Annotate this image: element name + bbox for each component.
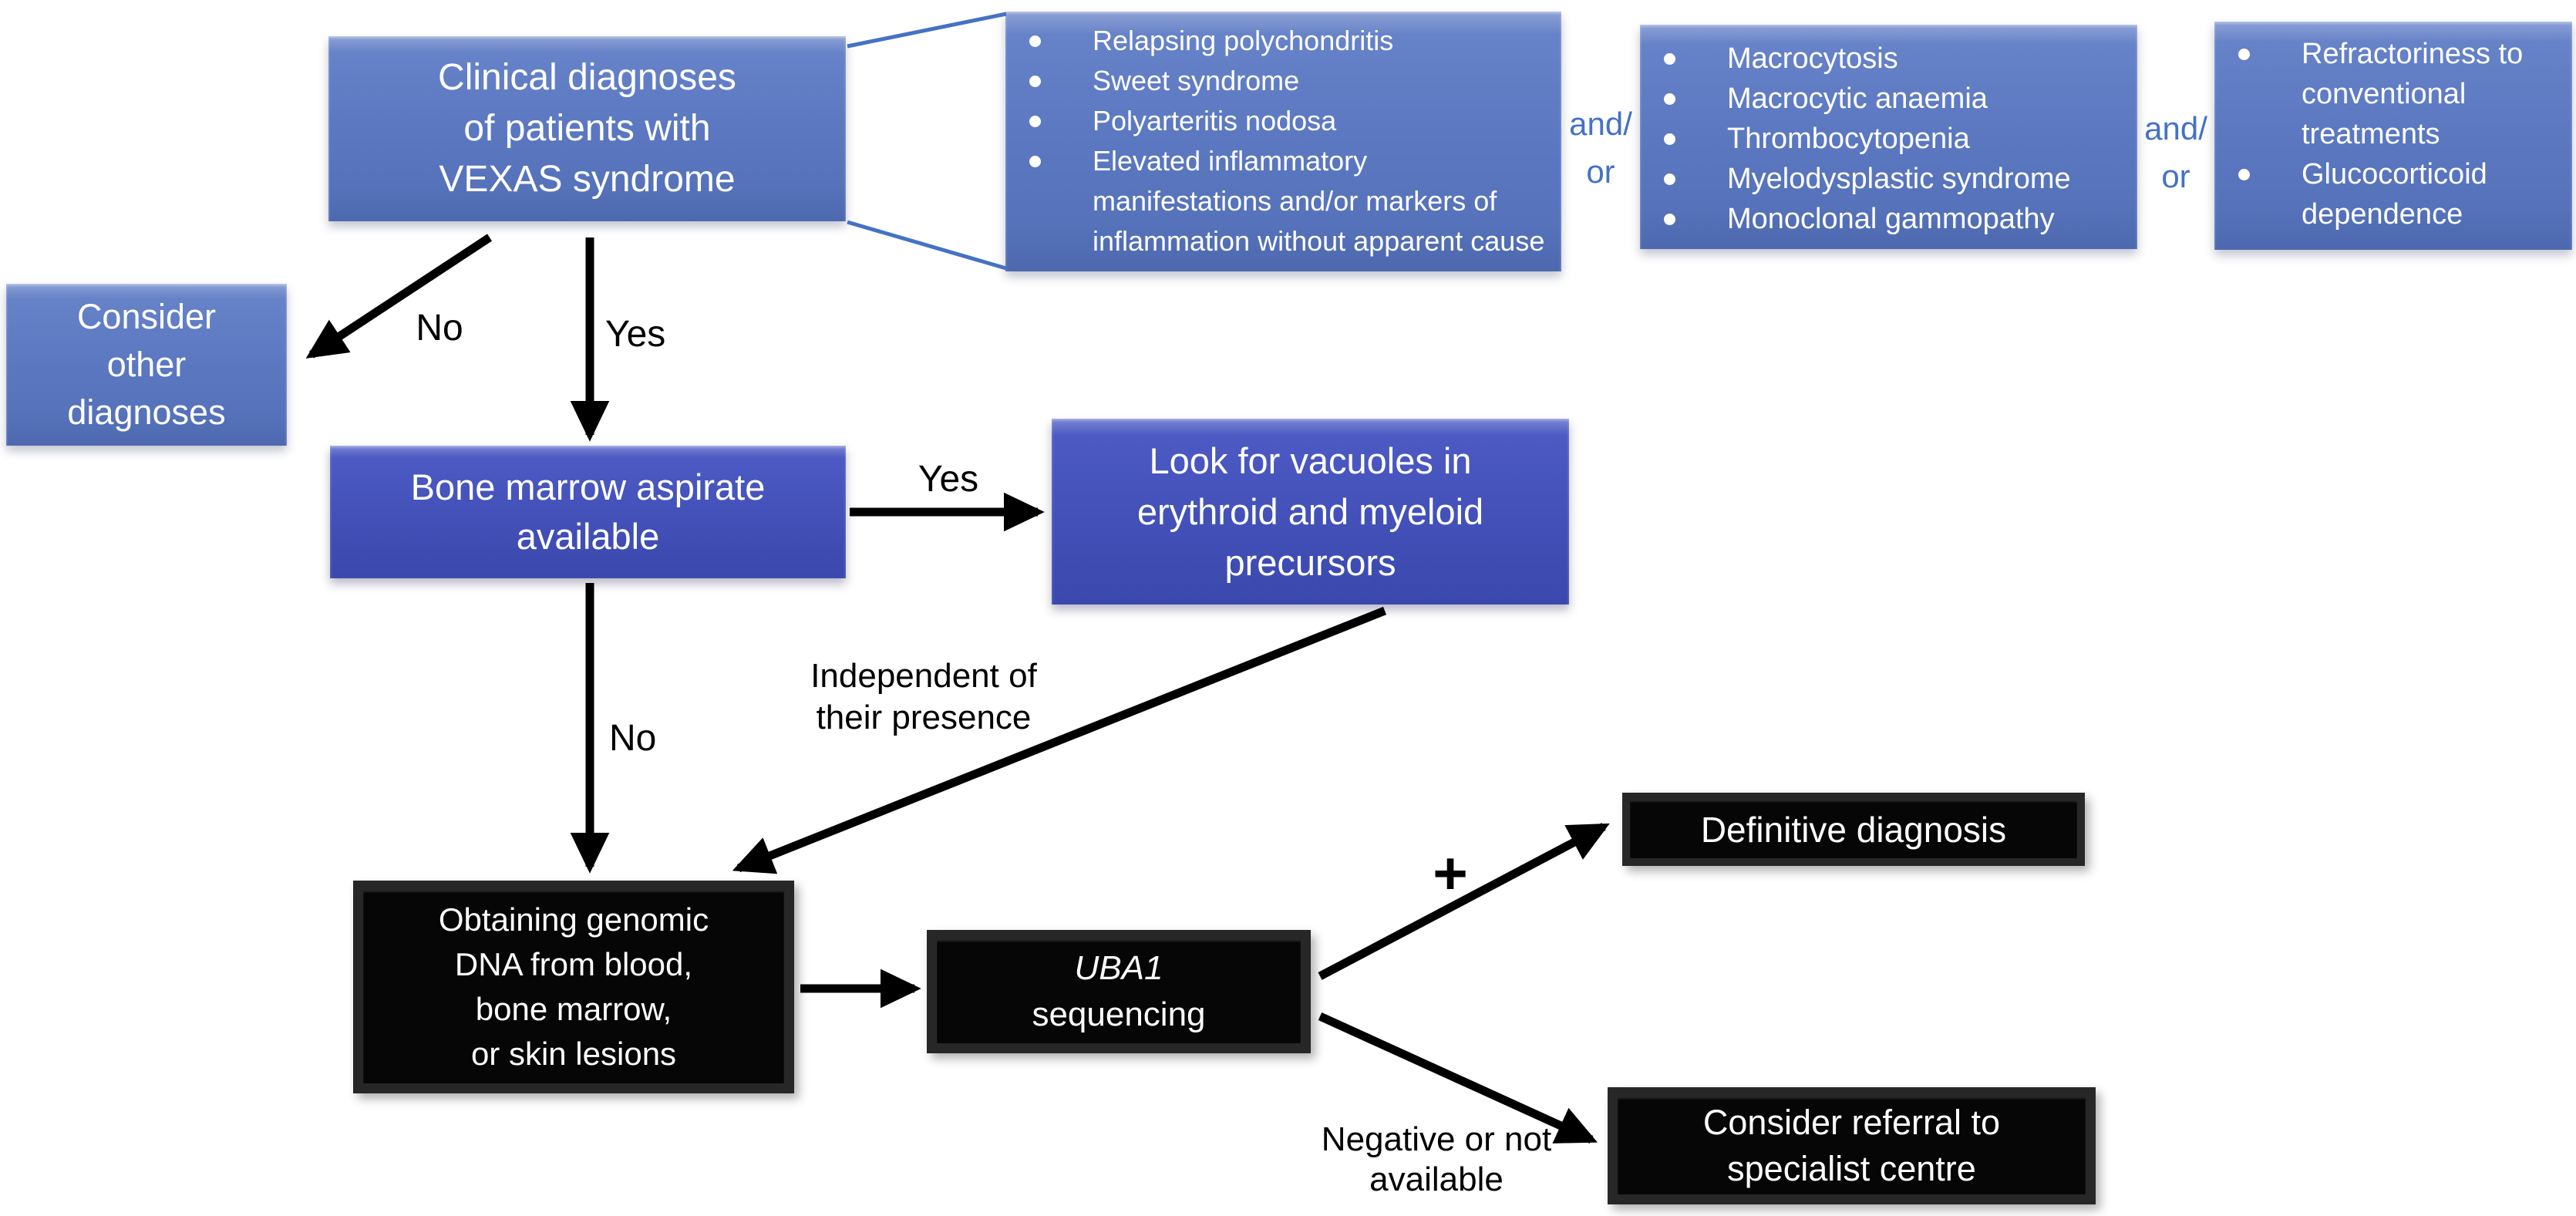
bullet-item: Macrocytic anaemia: [1640, 79, 2137, 119]
uba1-sequencing-label: sequencing: [1032, 995, 1206, 1033]
bullet-dot-icon: [1029, 76, 1041, 87]
bullet-dot-icon: [1664, 173, 1675, 185]
bullet-item: Sweet syndrome: [1005, 61, 1561, 101]
bullet-item-label: Macrocytosis: [1727, 42, 1898, 75]
edge-label-no-top: No: [416, 308, 463, 349]
bullet-dot-icon: [2238, 169, 2250, 180]
edge-label-yes-top: Yes: [605, 314, 666, 355]
bullet-item-label: Relapsing polychondritis: [1093, 25, 1394, 56]
criteria-box-treatment-features: Refractoriness to conventional treatment…: [2214, 22, 2572, 250]
bullet-dot-icon: [1664, 133, 1675, 145]
edge-label-negative: Negative or not available: [1321, 1120, 1552, 1198]
bullet-item: Glucocorticoid dependence: [2214, 154, 2572, 234]
node-bone-marrow-aspirate: Bone marrow aspirate available: [330, 446, 846, 578]
bullet-item: Thrombocytopenia: [1640, 119, 2137, 159]
bullet-dot-icon: [1029, 156, 1041, 167]
bullet-dot-icon: [1029, 35, 1041, 47]
node-definitive-diagnosis: Definitive diagnosis: [1622, 793, 2085, 866]
bullet-item: Myelodysplastic syndrome: [1640, 159, 2137, 199]
bullet-dot-icon: [1664, 93, 1675, 105]
and-or-connector-2: and/ or: [2144, 110, 2207, 194]
bullet-item: Elevated inflammatory manifestations and…: [1005, 141, 1561, 261]
bullet-dot-icon: [1029, 116, 1041, 127]
edge-label-yes-mid: Yes: [918, 459, 979, 500]
node-consider-referral: Consider referral to specialist centre: [1608, 1087, 2096, 1204]
edge-label-positive: +: [1433, 839, 1468, 907]
bullet-dot-icon: [1664, 53, 1675, 65]
node-uba1-sequencing: UBA1 sequencing: [927, 930, 1311, 1053]
edge-independent-to-dna: [732, 606, 1387, 874]
and-or-connector-1: and/ or: [1569, 106, 1632, 190]
bullet-item-label: Monoclonal gammopathy: [1727, 203, 2055, 235]
uba1-gene-label: UBA1: [1074, 949, 1163, 987]
bullet-item-label: Elevated inflammatory manifestations and…: [1093, 145, 1545, 257]
bullet-item: Monoclonal gammopathy: [1640, 199, 2137, 239]
bullet-item: Polyarteritis nodosa: [1005, 101, 1561, 141]
node-clinical-diagnoses: Clinical diagnoses of patients with VEXA…: [328, 36, 846, 221]
bullet-item: Relapsing polychondritis: [1005, 21, 1561, 61]
bullet-item-label: Glucocorticoid dependence: [2302, 158, 2487, 231]
bullet-item-label: Thrombocytopenia: [1727, 123, 1970, 155]
node-consider-other-diagnoses: Consider other diagnoses: [6, 284, 287, 446]
bullet-item-label: Macrocytic anaemia: [1727, 83, 1988, 115]
node-obtaining-genomic-dna: Obtaining genomic DNA from blood, bone m…: [353, 881, 794, 1093]
bullet-item-label: Polyarteritis nodosa: [1093, 105, 1337, 136]
edge-label-no-mid: No: [609, 718, 657, 759]
bullet-dot-icon: [2238, 49, 2250, 60]
callout-lines: [847, 12, 1007, 271]
node-look-for-vacuoles: Look for vacuoles in erythroid and myelo…: [1052, 419, 1569, 605]
bullet-item-label: Refractoriness to conventional treatment…: [2302, 38, 2524, 150]
bullet-item: Macrocytosis: [1640, 39, 2137, 79]
bullet-item-label: Myelodysplastic syndrome: [1727, 163, 2071, 195]
bullet-item: Refractoriness to conventional treatment…: [2214, 34, 2572, 154]
bullet-dot-icon: [1664, 214, 1675, 225]
bullet-item-label: Sweet syndrome: [1093, 65, 1300, 96]
edge-label-independent: Independent of their presence: [810, 657, 1037, 736]
